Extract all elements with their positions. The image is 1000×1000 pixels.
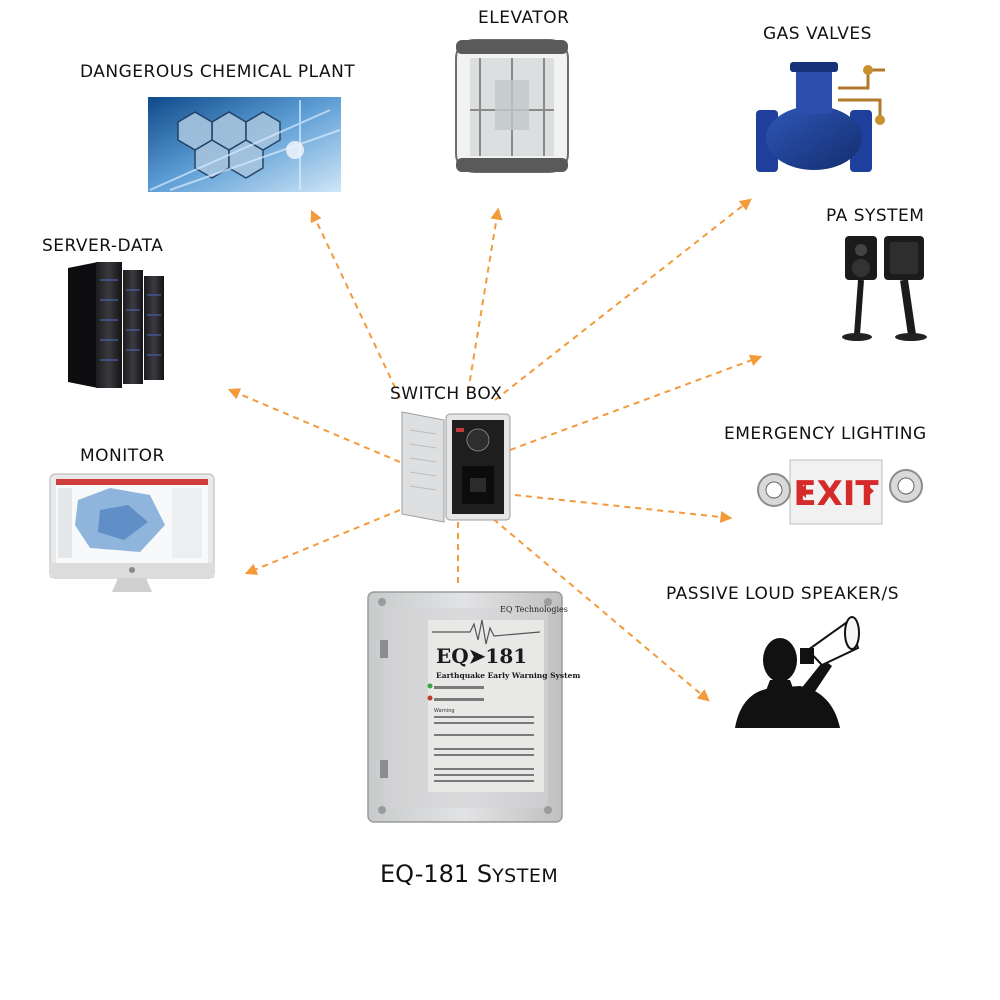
arrow-to-pa-system: [509, 354, 763, 451]
arrow-to-loud-speaker: [484, 511, 710, 702]
caption-system-initial: S: [476, 860, 493, 888]
chemical-plant-image: [148, 97, 341, 192]
monitor-image: [49, 473, 215, 592]
label-pa-system: PA SYSTEM: [826, 206, 925, 226]
label-monitor: MONITOR: [80, 446, 165, 466]
caption-system-rest: YSTEM: [492, 865, 559, 887]
label-elevator: ELEVATOR: [478, 8, 570, 28]
arrow-to-chemical-plant: [310, 209, 401, 399]
arrow-to-elevator: [467, 207, 503, 393]
arrow-to-server: [227, 388, 401, 463]
label-eq181-system: EQ-181 SYSTEM: [380, 860, 558, 888]
caption-model: EQ-181: [380, 860, 470, 888]
pa-system-image: [842, 236, 927, 341]
caption-system: SYSTEM: [477, 860, 558, 888]
server-rack-image: [68, 262, 164, 388]
exit-sign-text: EXIT: [793, 474, 879, 514]
label-emergency-lighting: EMERGENCY LIGHTING: [724, 424, 927, 444]
label-switch-box: SWITCH BOX: [390, 384, 503, 404]
loud-speaker-image: [735, 616, 860, 728]
arrow-to-monitor: [244, 509, 401, 575]
connection-arrows: [227, 198, 763, 702]
eq181-model-text: EQ➤181: [436, 644, 527, 668]
eq181-subtitle-text: Earthquake Early Warning System: [436, 671, 580, 680]
label-server-data: SERVER-DATA: [42, 236, 164, 256]
label-passive-loud-speakers: PASSIVE LOUD SPEAKER/S: [666, 584, 899, 604]
switch-box-image: [401, 411, 511, 523]
arrow-to-gas-valves: [494, 198, 752, 401]
elevator-image: [455, 39, 569, 173]
label-gas-valves: GAS VALVES: [763, 24, 872, 44]
eq181-device-image: [367, 591, 563, 823]
eq181-warning-text: Warning: [434, 708, 455, 714]
label-dangerous-chemical-plant: DANGEROUS CHEMICAL PLANT: [80, 62, 356, 82]
gas-valve-image: [756, 62, 885, 172]
arrow-to-emergency-lighting: [514, 494, 733, 523]
emergency-lighting-image: [757, 459, 923, 525]
eq181-brand-text: EQ Technologies: [500, 605, 568, 614]
